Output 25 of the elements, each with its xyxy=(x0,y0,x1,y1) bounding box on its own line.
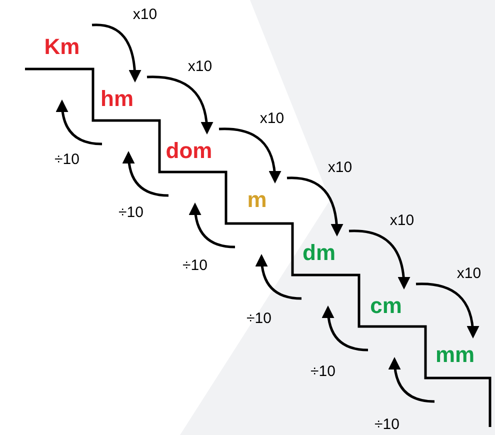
unit-label: mm xyxy=(435,344,475,366)
divide-label: ÷10 xyxy=(182,256,208,276)
edge-label: x10 xyxy=(456,264,482,284)
divide-label: ÷10 xyxy=(374,414,400,435)
curved-arrow xyxy=(349,230,410,290)
curved-arrow xyxy=(416,282,479,338)
curved-arrow xyxy=(92,24,141,82)
divide-label: ÷10 xyxy=(246,308,272,329)
unit-label: dm xyxy=(302,242,336,264)
unit-label: dom xyxy=(166,140,212,162)
unit-label: Km xyxy=(44,36,80,58)
curved-arrow xyxy=(147,76,213,134)
divide-label: ÷10 xyxy=(54,150,80,170)
edge-label: x10 xyxy=(260,108,284,129)
edge-label: x10 xyxy=(328,158,352,178)
unit-label: hm xyxy=(100,88,134,110)
unit-label: m xyxy=(247,189,267,211)
unit-label: cm xyxy=(370,295,402,317)
edge-label: x10 xyxy=(390,210,414,231)
divide-label: ÷10 xyxy=(310,362,336,382)
divide-label: ÷10 xyxy=(118,202,144,223)
curved-arrow xyxy=(286,176,343,236)
edge-label: x10 xyxy=(188,56,212,77)
curved-arrow xyxy=(218,128,281,184)
edge-label: x10 xyxy=(132,4,158,25)
